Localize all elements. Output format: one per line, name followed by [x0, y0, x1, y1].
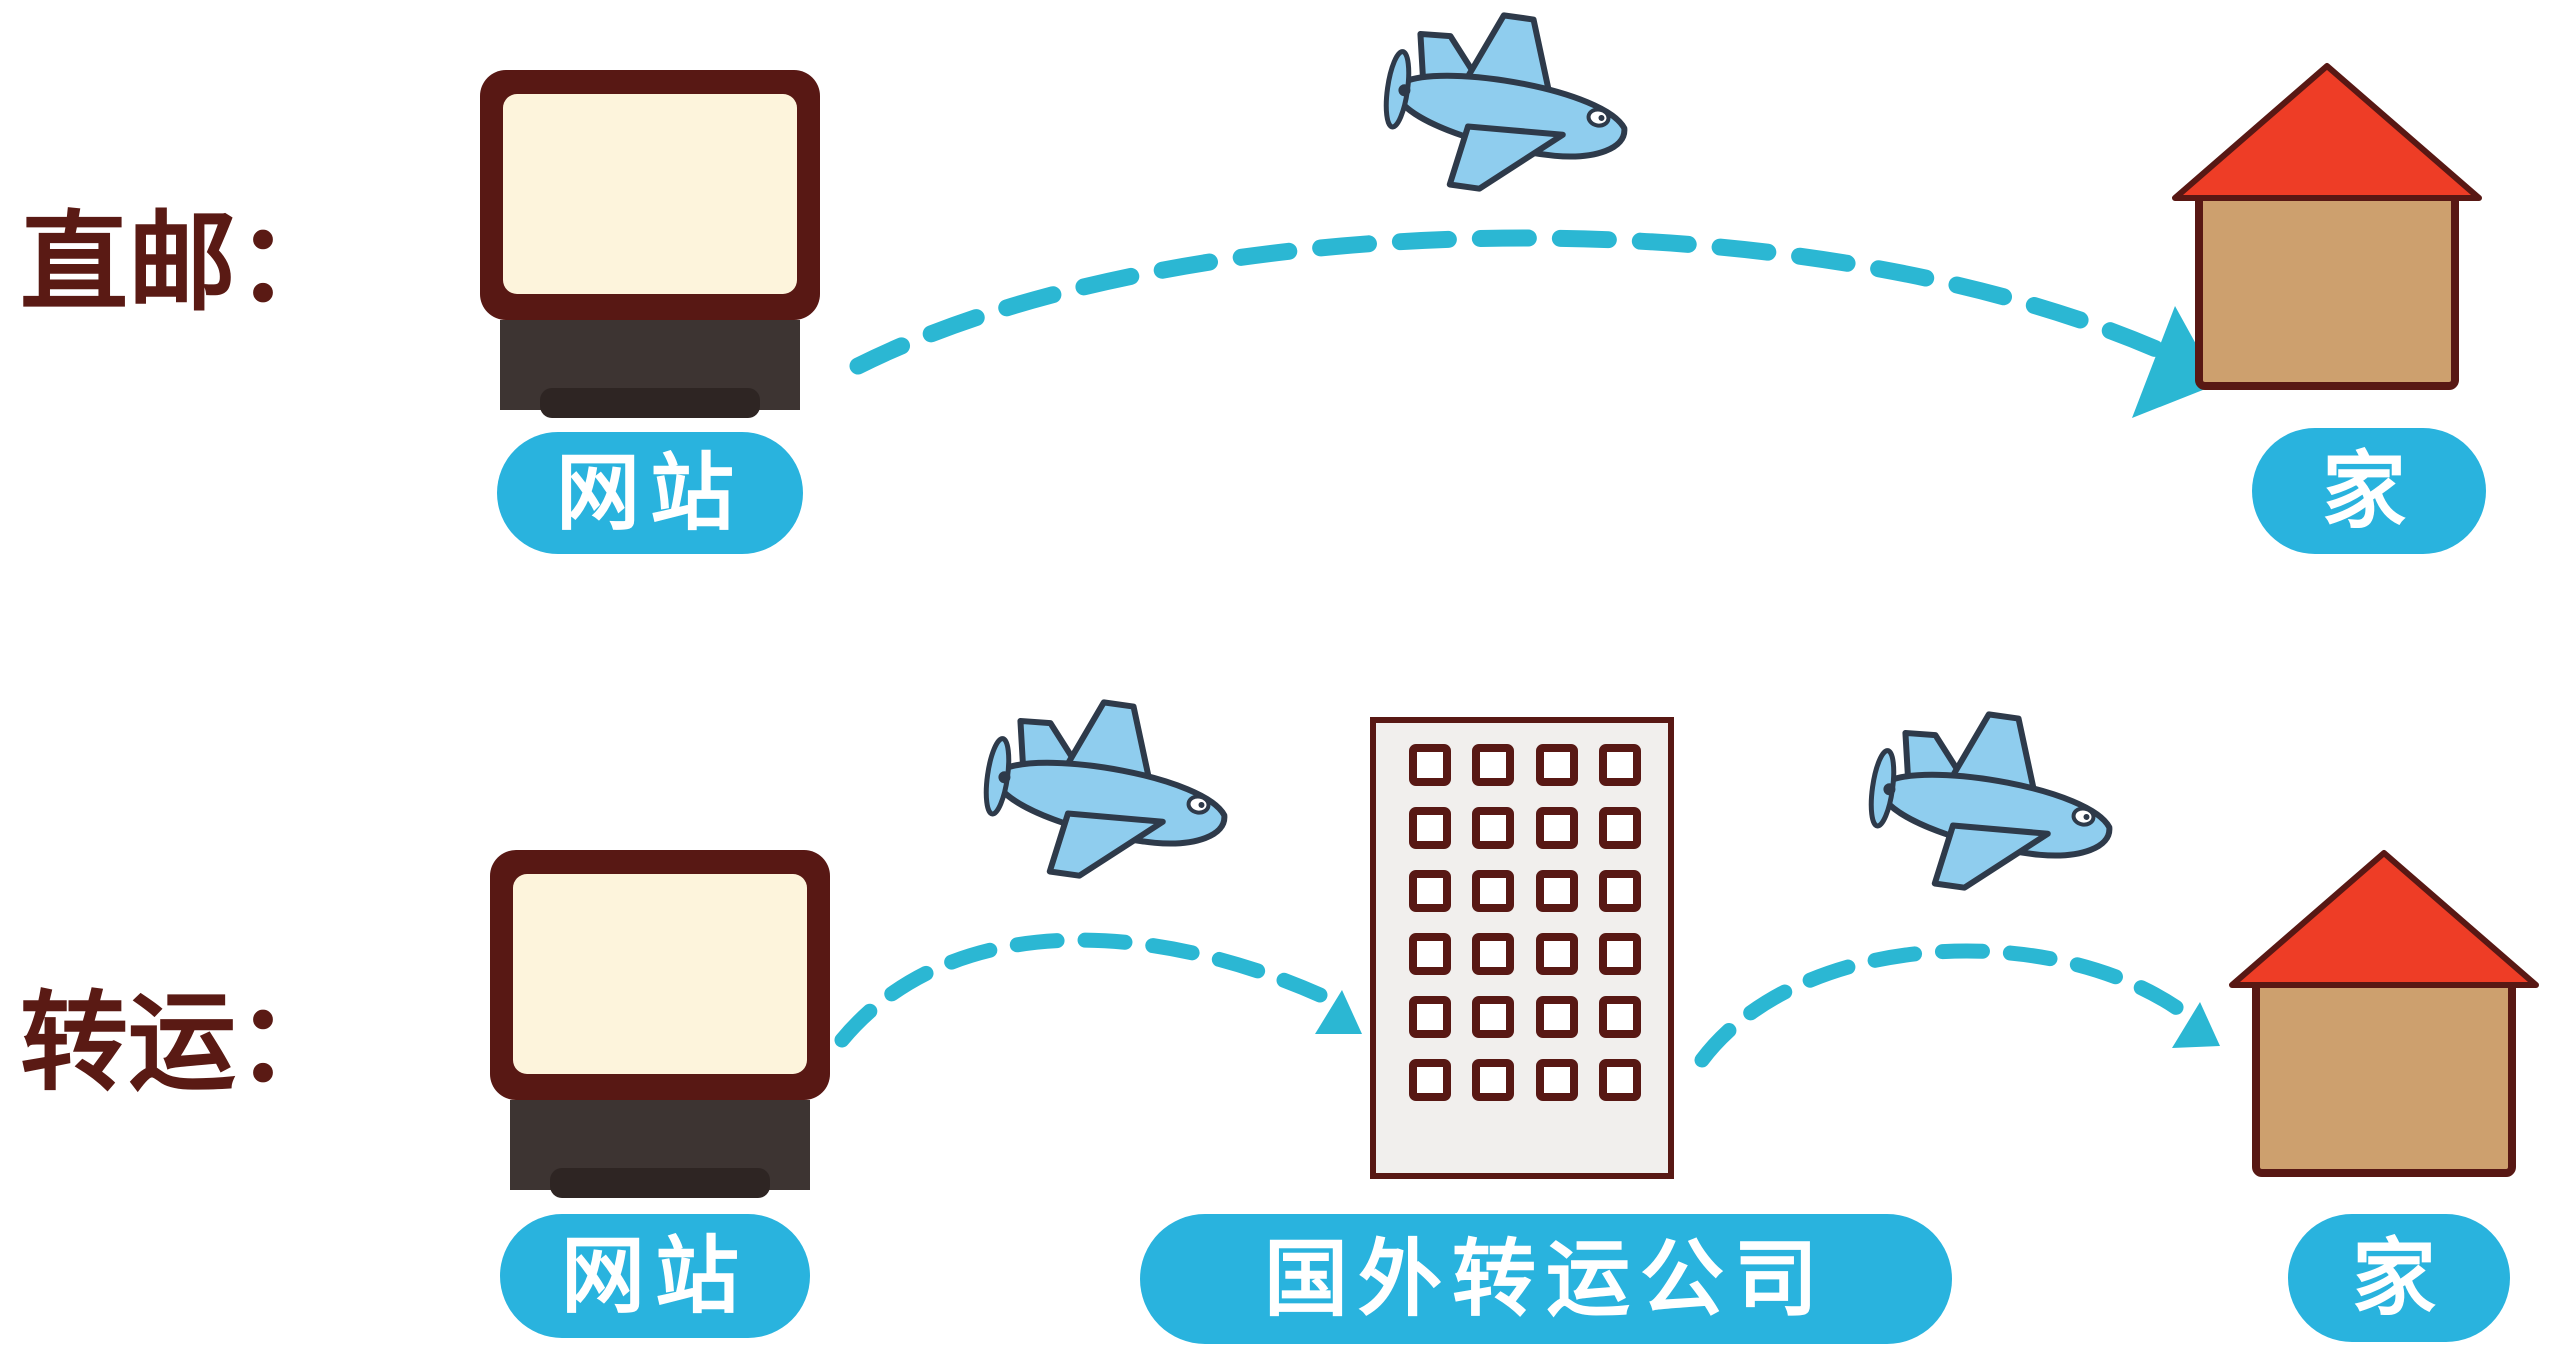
forwarding-destination-house-icon: [2232, 853, 2536, 1173]
direct-destination-house-icon: [2175, 66, 2479, 386]
building-window: [1409, 933, 1451, 975]
building-window: [1409, 996, 1451, 1038]
building-window: [1536, 744, 1578, 786]
direct-arrowhead: [2132, 306, 2218, 418]
building-window: [1599, 870, 1641, 912]
building-window: [1472, 807, 1514, 849]
forwarding-second-arrowhead: [2172, 1002, 2220, 1048]
direct-source-label: 网站: [556, 444, 744, 542]
building-window: [1536, 933, 1578, 975]
building-window: [1599, 807, 1641, 849]
forwarding-first-arrow: [834, 932, 1362, 1048]
direct-airplane-icon: [1375, 1, 1638, 208]
forwarding-destination-label: 家: [2352, 1229, 2446, 1327]
forwarding-source-label: 网站: [561, 1227, 749, 1325]
building-window: [1409, 1059, 1451, 1101]
building-window: [1472, 744, 1514, 786]
forwarding-first-arrowhead: [1315, 990, 1362, 1034]
forwarding-source-pill: 网站: [500, 1214, 810, 1338]
building-window: [1409, 807, 1451, 849]
building-window: [1599, 933, 1641, 975]
forwarding-first-airplane-icon: [975, 688, 1238, 895]
direct-source-pill: 网站: [497, 432, 803, 554]
building-window: [1472, 870, 1514, 912]
building-window: [1599, 744, 1641, 786]
direct-row-label: 直邮：: [20, 201, 344, 326]
building-window: [1409, 870, 1451, 912]
building-window: [1472, 933, 1514, 975]
forwarding-destination-pill: 家: [2288, 1214, 2510, 1342]
building-window: [1536, 996, 1578, 1038]
forwarding-middle-pill: 国外转运公司: [1140, 1214, 1952, 1344]
building-window: [1536, 870, 1578, 912]
forwarding-source-monitor-icon: [490, 850, 830, 1198]
building-window: [1599, 996, 1641, 1038]
direct-source-monitor-icon: [480, 70, 820, 418]
direct-destination-label: 家: [2322, 442, 2416, 540]
building-window: [1472, 1059, 1514, 1101]
forwarding-middle-label: 国外转运公司: [1264, 1230, 1828, 1328]
direct-arrow: [849, 229, 2218, 418]
forwarding-second-arrow: [1694, 943, 2220, 1068]
forwarding-row-label: 转运：: [20, 981, 344, 1106]
forwarding-middle-building-icon: [1370, 717, 1674, 1179]
forwarding-second-airplane-icon: [1860, 700, 2123, 907]
building-window: [1536, 1059, 1578, 1101]
building-window: [1536, 807, 1578, 849]
building-window: [1472, 996, 1514, 1038]
direct-destination-pill: 家: [2252, 428, 2486, 554]
building-window: [1599, 1059, 1641, 1101]
building-window: [1409, 744, 1451, 786]
